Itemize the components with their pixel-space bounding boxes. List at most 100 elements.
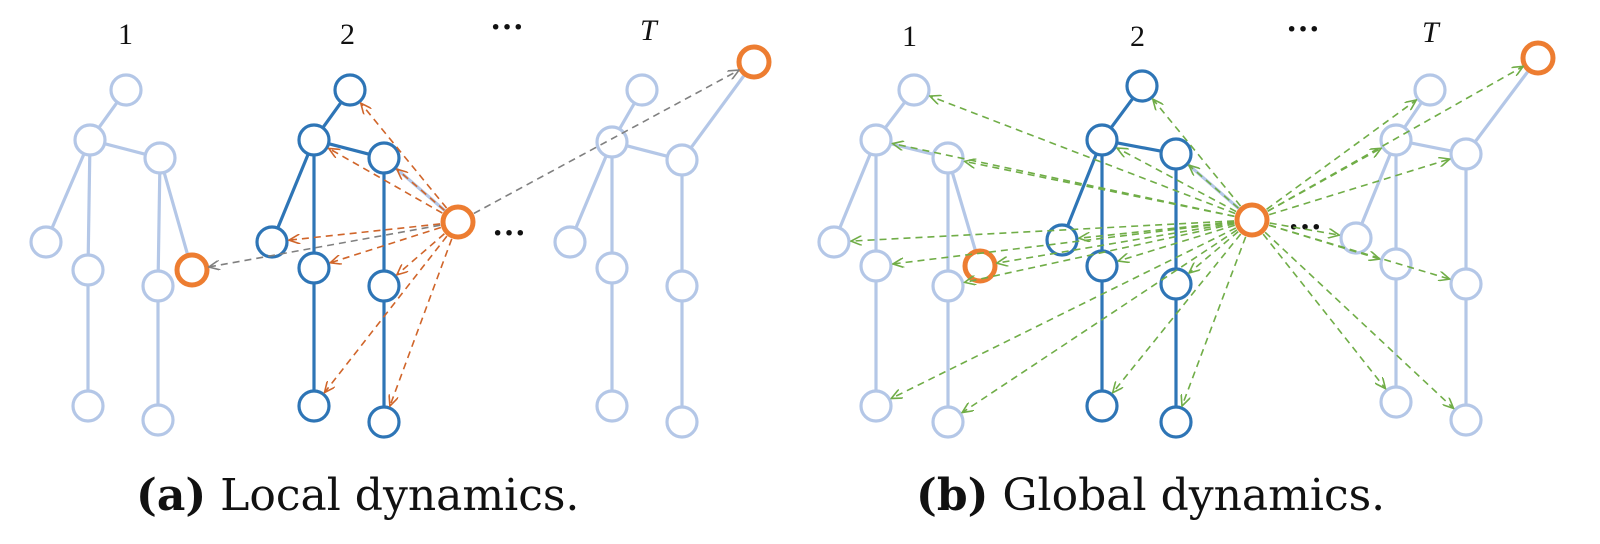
caption-global-dynamics: (b) Global dynamics. bbox=[916, 460, 1385, 530]
ellipsis-middle: ··· bbox=[492, 215, 526, 252]
joint-node bbox=[73, 123, 107, 157]
query-joint-node bbox=[1234, 202, 1270, 238]
global-dynamics-edge bbox=[1268, 159, 1449, 216]
frame-label-2: 2 bbox=[1130, 20, 1145, 53]
joint-node bbox=[553, 225, 587, 259]
joint-node bbox=[931, 269, 965, 303]
joint-node bbox=[297, 251, 331, 285]
joint-node bbox=[367, 269, 401, 303]
joint-node bbox=[859, 389, 893, 423]
bone bbox=[1360, 153, 1392, 225]
global-dynamics-edge bbox=[1266, 101, 1416, 211]
local-dynamics-edge bbox=[361, 104, 448, 209]
bone bbox=[689, 73, 747, 149]
ellipsis-top: ··· bbox=[1286, 11, 1320, 48]
bone bbox=[1410, 141, 1452, 153]
local-dynamics-edge bbox=[290, 223, 441, 240]
joint-node bbox=[897, 73, 931, 107]
bone bbox=[883, 100, 907, 130]
joint-node bbox=[1449, 137, 1483, 171]
joint-node bbox=[931, 405, 965, 439]
joint-node bbox=[1159, 267, 1193, 301]
local-dynamics-edge bbox=[325, 235, 448, 392]
joint-node bbox=[595, 389, 629, 423]
skeleton-frame-1 bbox=[817, 73, 998, 439]
joint-node bbox=[859, 249, 893, 283]
global-dynamics-edge bbox=[894, 144, 1235, 218]
local-dynamics-edge bbox=[398, 170, 445, 211]
ellipsis-top: ··· bbox=[490, 9, 524, 46]
joint-node bbox=[1379, 123, 1413, 157]
bone bbox=[1403, 101, 1423, 129]
skeleton-frame-2 bbox=[1045, 69, 1270, 439]
joint-node bbox=[109, 73, 143, 107]
joint-node bbox=[297, 123, 331, 157]
global-dynamics-edge bbox=[1262, 233, 1385, 388]
global-dynamics-edge bbox=[852, 220, 1235, 241]
joint-node bbox=[297, 389, 331, 423]
joint-node bbox=[665, 269, 699, 303]
global-dynamics-edge bbox=[966, 223, 1235, 282]
joint-node bbox=[1085, 123, 1119, 157]
joint-node bbox=[665, 143, 699, 177]
joint-node bbox=[71, 253, 105, 287]
joint-node bbox=[859, 123, 893, 157]
joint-node bbox=[1339, 221, 1373, 255]
joint-node bbox=[141, 403, 175, 437]
joint-node bbox=[1413, 73, 1447, 107]
caption-tag: (b) bbox=[916, 469, 989, 521]
global-dynamics-edge bbox=[1182, 236, 1247, 405]
bone bbox=[162, 171, 190, 257]
panel-local-dynamics: 1 2 ··· T ··· bbox=[29, 9, 772, 439]
bone bbox=[50, 153, 86, 229]
joint-node bbox=[595, 251, 629, 285]
joint-node bbox=[71, 389, 105, 423]
bone bbox=[328, 142, 370, 156]
bone bbox=[104, 142, 146, 156]
bone bbox=[97, 101, 119, 129]
joint-node bbox=[367, 141, 401, 175]
bone bbox=[276, 153, 310, 229]
joint-node bbox=[1085, 389, 1119, 423]
frame-label-1: 1 bbox=[902, 20, 917, 53]
skeleton-frame-T bbox=[553, 44, 772, 439]
joint-node bbox=[333, 73, 367, 107]
panel-global-dynamics: 1 2 ··· T ··· bbox=[817, 11, 1556, 439]
bone bbox=[86, 154, 92, 256]
bone bbox=[1116, 141, 1162, 153]
bone bbox=[574, 155, 608, 229]
joint-node bbox=[1125, 69, 1159, 103]
local-dynamics-edge bbox=[331, 226, 442, 262]
bone bbox=[1066, 153, 1098, 227]
joint-node bbox=[1045, 223, 1079, 257]
global-dynamics-edge bbox=[998, 222, 1235, 263]
joint-node bbox=[141, 269, 175, 303]
skeleton-frame-1 bbox=[29, 73, 210, 437]
bone bbox=[950, 171, 978, 253]
global-dynamics-edge bbox=[892, 227, 1237, 398]
caption-local-dynamics: (a) Local dynamics. bbox=[136, 460, 579, 530]
frame-label-T: T bbox=[640, 14, 659, 47]
query-joint-node bbox=[736, 44, 772, 80]
bone bbox=[156, 172, 162, 272]
bone bbox=[838, 153, 872, 229]
global-dynamics-edge bbox=[1190, 230, 1239, 273]
global-dynamics-edge bbox=[966, 162, 1235, 218]
global-dynamics-edge bbox=[1080, 221, 1235, 238]
joint-node bbox=[1159, 405, 1193, 439]
skeleton-frame-2 bbox=[255, 73, 476, 439]
frame-label-1: 1 bbox=[118, 18, 133, 51]
global-dynamics-edge bbox=[1269, 224, 1449, 279]
joint-node bbox=[367, 405, 401, 439]
bone bbox=[618, 102, 636, 130]
frame-label-2: 2 bbox=[340, 18, 355, 51]
local-dynamics-edge bbox=[390, 238, 453, 405]
bone bbox=[890, 142, 934, 156]
local-dynamics-edge bbox=[398, 233, 445, 274]
bone bbox=[1109, 97, 1135, 129]
global-dynamics-edge bbox=[894, 221, 1235, 264]
bone bbox=[321, 101, 343, 129]
query-joint-node bbox=[440, 204, 476, 240]
global-dynamics-edge bbox=[1119, 224, 1236, 260]
caption-text: Local dynamics. bbox=[220, 469, 580, 521]
